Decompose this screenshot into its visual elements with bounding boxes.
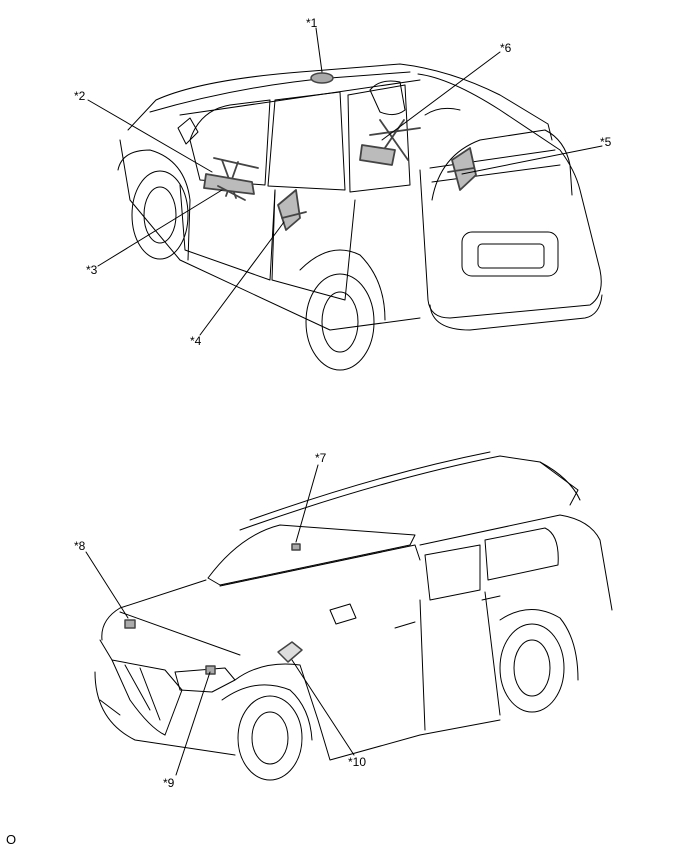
callout-7: *7 (315, 451, 327, 465)
callout-6: *6 (500, 41, 512, 55)
leader-lines-top (87, 27, 603, 336)
callout-9: *9 (163, 776, 175, 790)
callout-8: *8 (74, 539, 86, 553)
callout-4: *4 (190, 334, 202, 348)
callout-5: *5 (600, 135, 612, 149)
callout-10: *10 (348, 755, 366, 769)
component-9-headlight-unit (205, 665, 216, 675)
component-7-interior-sensor (291, 543, 301, 551)
component-8-hood-unit (124, 619, 136, 629)
callout-labels: *1 *2 *3 *4 *5 *6 *7 *8 *9 *10 (74, 16, 612, 790)
component-6-quarter-window-regulator (359, 119, 421, 166)
component-2-3-window-regulator-front (203, 157, 259, 201)
callout-3: *3 (86, 263, 98, 277)
vehicle-rear-view (117, 63, 603, 371)
figure-code: O (6, 832, 17, 847)
callout-2: *2 (74, 89, 86, 103)
leader-lines-bottom (85, 464, 355, 776)
callout-1: *1 (306, 16, 318, 30)
vehicle-front-view (94, 451, 613, 781)
component-1-roof-unit (310, 72, 334, 84)
component-10-fuel-lid (277, 641, 303, 663)
component-4-window-regulator-rear (277, 189, 307, 231)
component-5-back-door-regulator (447, 147, 477, 191)
